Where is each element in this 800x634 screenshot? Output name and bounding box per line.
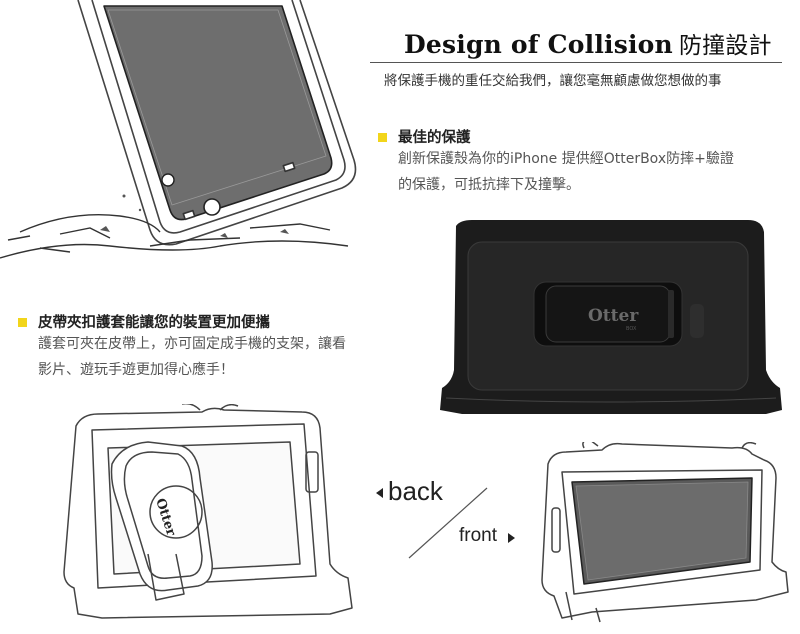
title-english: Design of Collision [404,30,673,59]
otterbox-logo-sub: BOX [626,326,637,332]
feature-line: 護套可夾在皮帶上，亦可固定成手機的支架，讓看 [38,336,346,352]
holster-back-sketch-illustration: Otter [63,404,353,619]
feature-line: 創新保護殼為你的iPhone 提供經OtterBox防摔+驗證 [398,151,734,167]
left-arrow-icon [376,488,383,498]
feature-title-holster: 皮帶夾扣護套能讓您的裝置更加便攜 [38,315,270,331]
feature-body-protection: 創新保護殼為你的iPhone 提供經OtterBox防摔+驗證 的保護，可抵抗摔… [398,146,734,198]
holster-front-sketch-illustration [541,442,789,623]
black-holster-illustration: Otter BOX [440,220,782,414]
feature-line: 的保護，可抵抗摔下及撞擊。 [398,177,580,193]
bullet-square-icon [18,318,27,327]
title-chinese: 防撞設計 [678,33,772,59]
title-divider [370,62,782,63]
right-arrow-icon [508,533,515,543]
feature-title-protection: 最佳的保護 [398,130,471,146]
diagonal-divider [408,487,488,559]
section-subtitle: 將保護手機的重任交給我們，讓您毫無顧慮做您想做的事 [384,73,722,89]
bullet-square-icon [378,133,387,142]
feature-body-holster: 護套可夾在皮帶上，亦可固定成手機的支架，讓看 影片、遊玩手遊更加得心應手！ [38,331,346,383]
phone-case-sketch-illustration [0,0,357,259]
feature-line: 影片、遊玩手遊更加得心應手！ [38,362,234,378]
front-label: front [459,525,498,546]
back-label: back [388,476,443,506]
otterbox-logo: Otter [588,306,639,326]
